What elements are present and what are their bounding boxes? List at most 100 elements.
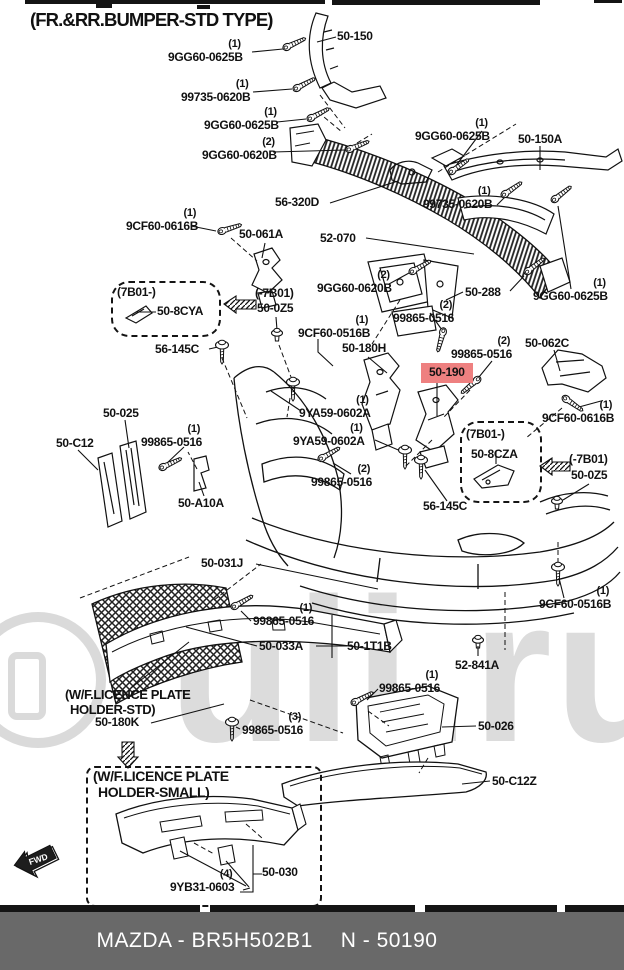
license-holder-std-sketch: [91, 583, 403, 706]
part-label: (1)9GG60-0625B: [533, 277, 608, 303]
part-label: (7B01-): [117, 286, 156, 299]
part-number: 9YA59-0602A: [293, 434, 365, 448]
part-number: 50-026: [478, 719, 514, 733]
part-number: 50-C12: [56, 436, 94, 450]
callout-box-small-holder: [86, 766, 322, 907]
part-number: 50-288: [465, 285, 501, 299]
part-label: (-7B01): [255, 287, 294, 300]
part-qty: (1): [477, 185, 491, 197]
part-number: 9YB31-0603: [170, 880, 235, 894]
part-label: 50-180H: [342, 342, 386, 355]
part-label: 50-8CYA: [157, 305, 203, 318]
part-label: (1)9CF60-0616B: [542, 399, 615, 425]
part-number: 50-0Z5: [257, 301, 294, 315]
stay-brackets-sketch: [361, 349, 607, 469]
part-qty: (1): [350, 422, 363, 434]
part-qty: (1): [593, 277, 606, 289]
part-label: (1)9YA59-0602A: [299, 394, 371, 420]
part-qty: (2): [377, 269, 390, 281]
part-number: 50-8CZA: [471, 447, 518, 461]
part-number: 50-A10A: [178, 496, 224, 510]
part-number: 9CF60-0616B: [542, 411, 615, 425]
part-qty: (2): [357, 463, 371, 475]
part-label: 50-030: [262, 866, 298, 879]
part-label: 56-145C: [423, 500, 467, 513]
callout-box-50-8CZA: [460, 421, 542, 503]
footer-part-number: N - 50190: [340, 929, 438, 952]
footer-bar: MAZDA - BR5H502B1 N - 50190: [0, 912, 624, 970]
part-label: 50-031J: [201, 557, 243, 570]
part-number: 50-180H: [342, 341, 386, 355]
part-label: 50-061A: [239, 228, 283, 241]
part-label: 50-288: [465, 286, 501, 299]
part-number: 99865-0516: [311, 475, 373, 489]
part-number: 52-070: [320, 231, 356, 245]
part-label: 52-070: [320, 232, 356, 245]
part-number: 99865-0516: [253, 614, 315, 628]
part-number: 9GG60-0625B: [204, 118, 279, 132]
part-qty: (1): [356, 394, 369, 406]
callout-note: HOLDER-SMALL): [98, 784, 210, 800]
part-label: (1)9GG60-0625B: [204, 106, 279, 132]
part-label: (7B01-): [466, 428, 505, 441]
part-number: 50-1T1B: [347, 639, 392, 653]
part-number: 99735-0620B: [181, 90, 251, 104]
part-label: (1)9YA59-0602A: [293, 422, 365, 448]
part-number: 99735-0620B: [423, 197, 493, 211]
part-label: 50-0Z5: [257, 301, 294, 315]
part-number: (-7B01): [255, 286, 294, 300]
watermark-logo-circle: [0, 612, 106, 748]
part-label: (2)99865-0516: [451, 335, 513, 361]
scan-edge-marks: [0, 0, 624, 912]
part-number: 56-145C: [423, 499, 467, 513]
part-number: 99865-0516: [451, 347, 513, 361]
part-qty: (1): [187, 423, 201, 435]
part-label: 56-320D: [275, 196, 319, 209]
part-number: 56-320D: [275, 195, 319, 209]
part-number: (7B01-): [117, 285, 156, 299]
part-qty: (4): [219, 868, 233, 880]
watermark-logo-mark: [8, 652, 46, 720]
part-number: 50-031J: [201, 556, 243, 570]
part-number: 50-8CYA: [157, 304, 204, 318]
reinforcement-bar-sketch: [289, 123, 571, 300]
part-number: 50-C12Z: [492, 774, 537, 788]
part-qty: (1): [599, 399, 613, 411]
part-number: 50-030: [262, 865, 298, 879]
part-number: 9CF60-0516B: [298, 326, 371, 340]
part-label: (1)99865-0516: [141, 423, 202, 449]
part-label: (1)9GG60-0625B: [168, 38, 243, 64]
part-qty: (1): [235, 78, 249, 90]
part-number: 52-841A: [455, 658, 499, 672]
part-qty: (2): [262, 136, 275, 148]
fwd-arrow: FWD: [13, 844, 60, 879]
part-number: 99865-0516: [379, 681, 441, 695]
part-qty: (1): [596, 585, 610, 597]
rail-50-150A-sketch: [430, 148, 623, 181]
part-number: 99865-0516: [393, 311, 455, 325]
part-number: 9GG60-0620B: [202, 148, 277, 162]
part-number: HOLDER-SMALL): [98, 784, 210, 800]
part-label: (1)9GG60-0625B: [415, 117, 490, 143]
part-label: (2)9GG60-0620B: [202, 136, 277, 162]
part-number: 50-033A: [259, 639, 303, 653]
part-number: HOLDER-STD): [70, 702, 156, 717]
fog-lamp-sketch: [281, 685, 487, 807]
part-number: 9GG60-0625B: [168, 50, 243, 64]
part-label: (1)99865-0516: [379, 669, 441, 695]
part-number: 9CF60-0616B: [126, 219, 199, 233]
part-qty: (1): [228, 38, 241, 50]
part-label: 50-A10A: [178, 497, 224, 510]
footer-catalog-code: MAZDA - BR5H502B1: [96, 929, 313, 952]
part-qty: (1): [425, 669, 439, 681]
part-qty: (1): [299, 602, 313, 614]
part-qty: (1): [475, 117, 488, 129]
part-label: 50-150: [337, 30, 373, 43]
part-label: 50-C12Z: [492, 775, 537, 788]
part-label: 50-1T1B: [347, 640, 392, 653]
part-number: 50-150: [337, 29, 373, 43]
callout-note: HOLDER-STD): [70, 702, 156, 717]
front-bumper-sketch: [233, 366, 621, 625]
part-number: 50-061A: [239, 227, 283, 241]
